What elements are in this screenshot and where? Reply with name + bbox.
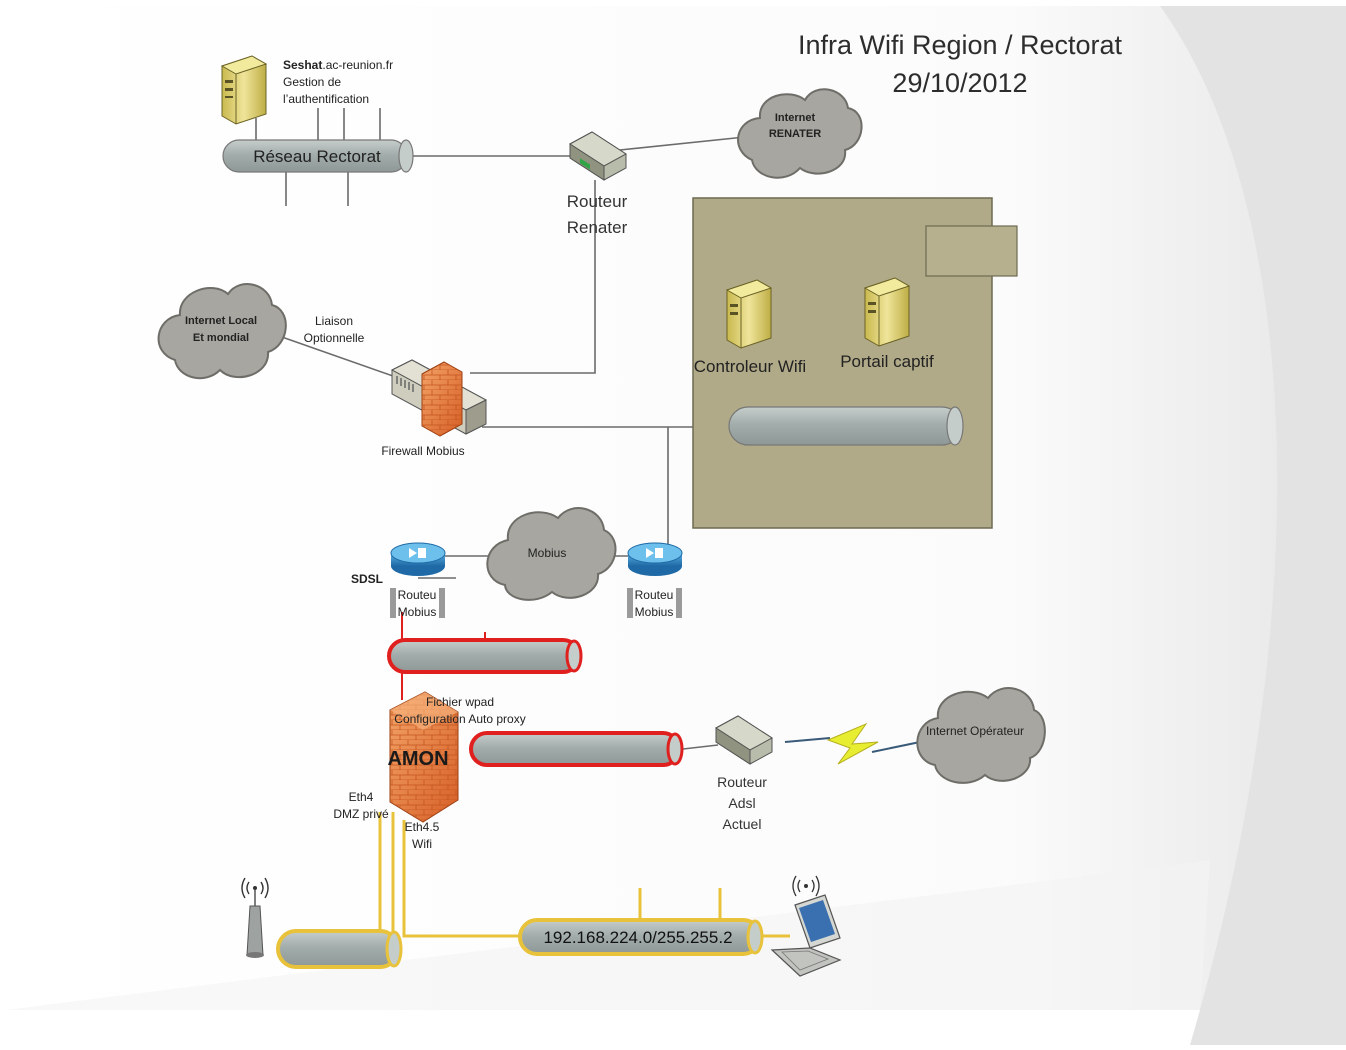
slide-floor [6,860,1210,1010]
routeur-mobius-right-label-2: Mobius [635,605,674,619]
seshat-desc-1: Gestion de [283,75,341,89]
router-icon [715,715,773,765]
eth4-label-1: Eth4 [349,790,374,804]
network-pipe-wifi: 192.168.224.0/255.255.2 [518,918,764,956]
server-icon [863,277,911,347]
wpad-label-2: Configuration Auto proxy [394,712,525,726]
routeur-adsl-label-1: Routeur [717,774,767,790]
internet-operateur-label: Internet Opérateur [926,724,1024,738]
diagram-title: Infra Wifi Region / Rectorat [798,30,1123,60]
eth45-label-2: Wifi [412,837,432,851]
server-icon [220,55,268,125]
eth4-label-2: DMZ privé [333,807,389,821]
internet-renater-label-1: Internet [775,112,816,124]
liaison-label-1: Liaison [315,314,353,328]
network-pipe-adsl [469,731,684,767]
slide-background [6,6,1346,1010]
eth45-label-1: Eth4.5 [405,820,440,834]
internet-local-label-2: Et mondial [193,332,249,344]
sdsl-label: SDSL [351,572,383,586]
seshat-desc-2: l’authentification [283,92,369,106]
seshat-label: Seshat.ac-reunion.fr [283,58,393,72]
cloud-icon: Internet Opérateur [916,687,1046,784]
network-pipe-wifi-zone [728,406,964,446]
routeur-mobius-right-label-1: Routeu [635,588,674,602]
wpad-label-1: Fichier wpad [426,695,494,709]
liaison-label-2: Optionnelle [304,331,365,345]
internet-local-label-1: Internet Local [185,315,257,327]
reseau-rectorat-label: Réseau Rectorat [253,147,381,166]
cloud-icon: Mobius [486,507,617,601]
antenna-icon [241,877,269,958]
cloud-icon: Internet RENATER [737,88,863,179]
firewall-icon [389,691,459,823]
wireless-bolt [784,722,921,765]
routeur-adsl-label-2: Adsl [728,795,755,811]
routeur-mobius-left-box: Routeu Mobius [390,588,445,619]
zone-inset-box [925,225,1018,277]
laptop-icon [770,875,842,977]
portail-captif-label: Portail captif [840,352,934,371]
cloud-icon: Internet Local Et mondial [157,283,287,380]
network-pipe-dmz [276,929,403,969]
routeur-adsl-label-3: Actuel [723,816,762,832]
internet-renater-label-2: RENATER [769,128,821,140]
adsl-link [682,744,719,750]
wifi-network-label: 192.168.224.0/255.255.2 [543,928,732,947]
routeur-renater-label-1: Routeur [567,192,628,211]
routeur-mobius-right-box: Routeu Mobius [627,588,682,619]
yellow-links [378,812,790,938]
diagram-date: 29/10/2012 [892,68,1027,98]
amon-label: AMON [387,748,448,770]
controleur-wifi-label: Controleur Wifi [694,357,806,376]
mobius-cloud-label: Mobius [528,546,567,560]
router-icon [569,131,627,181]
routeur-mobius-left-label-1: Routeu [398,588,437,602]
network-pipe-rectorat: Réseau Rectorat [222,139,414,173]
ethernet-links [255,108,889,579]
routeur-renater-label-2: Renater [567,218,628,237]
firewall-icon [390,359,488,437]
firewall-mobius-label: Firewall Mobius [381,444,464,458]
network-pipe-sdsl [387,638,583,674]
router-icon [627,542,683,576]
routeur-mobius-left-label-2: Mobius [398,605,437,619]
slide-swoosh [1160,6,1346,1045]
server-icon [725,279,773,349]
router-icon [390,542,446,576]
